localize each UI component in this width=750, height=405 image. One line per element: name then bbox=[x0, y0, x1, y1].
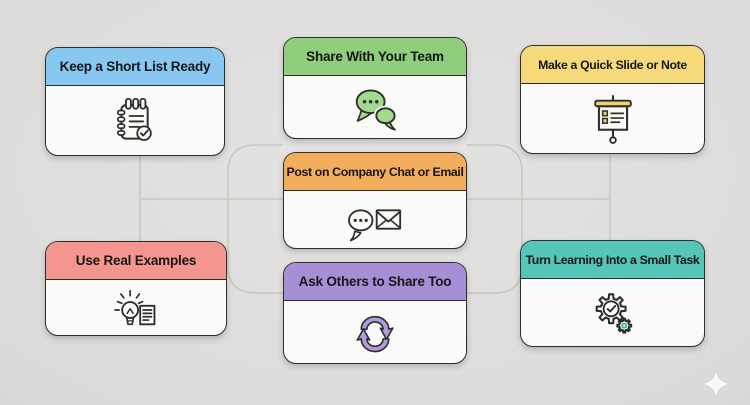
presentation-board-icon bbox=[593, 94, 632, 144]
card-turn-learning-into-a-small-task: Turn Learning Into a Small Task bbox=[520, 240, 705, 347]
card-title: Turn Learning Into a Small Task bbox=[525, 252, 700, 267]
card-header: Make a Quick Slide or Note bbox=[521, 46, 704, 84]
card-make-a-quick-slide-or-note: Make a Quick Slide or Note bbox=[520, 45, 705, 154]
chat-envelope-icon bbox=[348, 209, 402, 242]
card-body bbox=[521, 84, 704, 153]
card-body bbox=[46, 280, 226, 335]
card-header: Ask Others to Share Too bbox=[284, 263, 466, 301]
sparkle-icon bbox=[704, 372, 728, 396]
card-header: Turn Learning Into a Small Task bbox=[521, 241, 704, 279]
card-header: Share With Your Team bbox=[284, 38, 466, 76]
card-header: Keep a Short List Ready bbox=[46, 48, 224, 86]
card-title: Ask Others to Share Too bbox=[298, 274, 452, 289]
card-title: Keep a Short List Ready bbox=[59, 59, 211, 74]
card-keep-a-short-list-ready: Keep a Short List Ready bbox=[45, 47, 225, 156]
card-body bbox=[284, 301, 466, 363]
cycle-arrows-icon bbox=[356, 315, 394, 352]
card-use-real-examples: Use Real Examples bbox=[45, 241, 227, 336]
card-title: Post on Company Chat or Email bbox=[286, 164, 464, 179]
card-post-on-company-chat-or-email: Post on Company Chat or Email bbox=[283, 152, 467, 249]
card-title: Use Real Examples bbox=[75, 253, 197, 268]
card-body bbox=[46, 86, 224, 155]
chat-bubbles-icon bbox=[355, 89, 398, 131]
notepad-checklist-icon bbox=[116, 97, 152, 141]
card-header: Post on Company Chat or Email bbox=[284, 153, 466, 191]
gears-check-icon bbox=[595, 293, 632, 334]
card-body bbox=[284, 191, 466, 248]
card-title: Make a Quick Slide or Note bbox=[538, 57, 687, 72]
card-header: Use Real Examples bbox=[46, 242, 226, 280]
card-body bbox=[521, 279, 704, 346]
card-share-with-your-team: Share With Your Team bbox=[283, 37, 467, 139]
lightbulb-document-icon bbox=[114, 289, 156, 326]
card-body bbox=[284, 76, 466, 138]
card-ask-others-to-share-too: Ask Others to Share Too bbox=[283, 262, 467, 364]
card-title: Share With Your Team bbox=[306, 49, 444, 64]
